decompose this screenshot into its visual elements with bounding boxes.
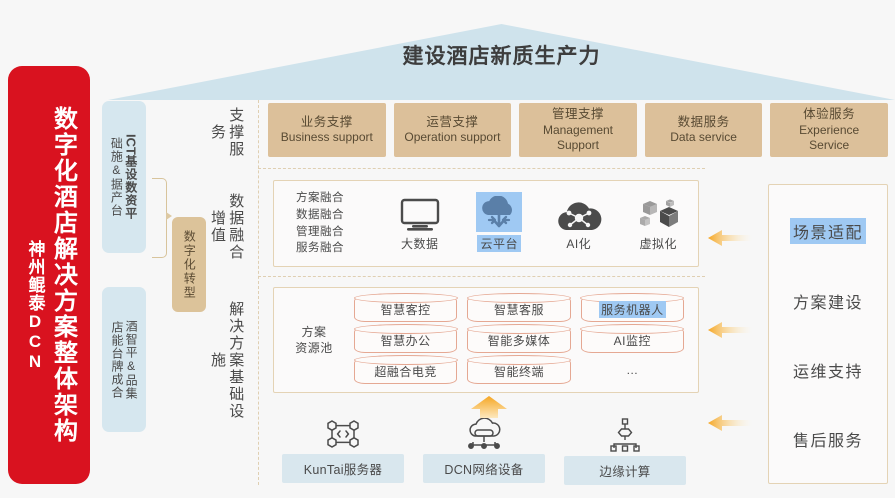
fusion-item[interactable]: 云平台 — [462, 191, 536, 252]
resource-pool-label: 方案资源池 — [295, 324, 333, 355]
hotel-box-col-left: 店能台牌成合 — [110, 320, 124, 399]
right-service-item[interactable]: 售后服务 — [792, 432, 863, 450]
row-label-solution: 解决方案基础设施 — [209, 300, 245, 420]
ai-cloud-icon — [556, 192, 602, 232]
support-service-label-cn: 体验服务 — [803, 107, 856, 122]
fusion-text-block: 方案融合数据融合管理融合服务融合 — [296, 192, 344, 255]
left-arrow-icon-1 — [708, 228, 752, 248]
resource-pool-item-label: … — [626, 363, 639, 377]
infrastructure-item-label: KunTai服务器 — [282, 454, 404, 483]
support-service-label-cn: 数据服务 — [677, 114, 730, 129]
resource-pool-item-label: 服务机器人 — [599, 300, 666, 318]
resource-pool-item[interactable]: 智能终端 — [467, 355, 572, 384]
support-service-label-en: Operation support — [404, 130, 501, 145]
fusion-item-label: 云平台 — [477, 234, 521, 252]
support-service-label-cn: 业务支撑 — [300, 114, 353, 129]
up-arrow-icon — [467, 396, 511, 418]
resource-pool-item-label: AI监控 — [613, 333, 651, 348]
support-service-label-cn: 运营支撑 — [426, 114, 479, 129]
right-service-item[interactable]: 场景适配 — [789, 217, 866, 244]
fusion-item[interactable]: 虚拟化 — [621, 192, 695, 252]
banner-main-title: 数字化酒店解决方案整体架构 — [49, 106, 77, 444]
resource-pool-more: … — [581, 358, 684, 382]
monitor-icon — [399, 192, 441, 232]
digital-transformation-label: 数字化转型 — [182, 229, 197, 300]
digital-transformation-box: 数字化转型 — [172, 217, 206, 312]
left-arrow-icon-2 — [708, 320, 752, 340]
resource-pool-panel: 方案资源池 智慧客控 智慧客服 服务机器人智慧办公 智能多媒体 AI监控超融合电竞 智能终… — [273, 287, 699, 393]
hotel-platform-box: 酒智平&品集 店能台牌成合 — [102, 287, 146, 432]
right-service-item[interactable]: 运维支持 — [792, 363, 863, 381]
infrastructure-item-label: DCN网络设备 — [423, 454, 545, 483]
infrastructure-row: KunTai服务器 DCN网络设备边缘计算 — [282, 418, 686, 485]
resource-pool-item-label: 智慧办公 — [380, 333, 431, 348]
connector-bracket — [152, 178, 167, 258]
fusion-item-label: 大数据 — [400, 236, 439, 251]
ict-box-col-right: ICT基设数资平 — [123, 134, 139, 220]
fusion-icon-group: 大数据 云平台 AI化 虚拟化 — [380, 191, 698, 256]
cubes-icon — [636, 192, 680, 232]
data-fusion-panel: 方案融合数据融合管理融合服务融合 大数据 云平台 AI化 虚拟化 — [273, 180, 699, 267]
banner-sub-title: 神州鲲泰DCN — [25, 240, 45, 372]
vertical-divider — [258, 100, 259, 485]
resource-pool-item-label: 超融合电竞 — [374, 364, 437, 379]
row-label-fusion: 数据融合增值 — [209, 193, 245, 261]
resource-pool-item[interactable]: 服务机器人 — [580, 293, 685, 322]
row-label-support: 支撑服务 — [209, 106, 245, 158]
infrastructure-item[interactable]: DCN网络设备 — [423, 418, 545, 483]
ict-platform-box: ICT基设数资平 础施&据产台 — [102, 101, 146, 253]
infrastructure-item[interactable]: KunTai服务器 — [282, 418, 404, 483]
resource-pool-item[interactable]: AI监控 — [580, 324, 685, 353]
resource-pool-item[interactable]: 智慧办公 — [353, 324, 458, 353]
main-title-banner: 数字化酒店解决方案整体架构 神州鲲泰DCN — [8, 66, 90, 484]
infrastructure-item[interactable]: 边缘计算 — [564, 418, 686, 485]
resource-pool-item[interactable]: 智慧客服 — [467, 293, 572, 322]
support-service-label-en: Data service — [670, 130, 737, 145]
hotel-box-col-right: 酒智平&品集 — [124, 319, 139, 400]
resource-pool-item[interactable]: 智能多媒体 — [467, 324, 572, 353]
support-service-label-cn: 管理支撑 — [551, 107, 604, 122]
server-mesh-icon — [323, 418, 363, 450]
horizontal-divider-top — [258, 168, 705, 169]
resource-pool-item[interactable]: 智慧客控 — [353, 293, 458, 322]
infrastructure-item-label: 边缘计算 — [564, 456, 686, 485]
right-service-item[interactable]: 方案建设 — [792, 294, 863, 312]
connector-arrow-icon — [166, 212, 172, 220]
resource-pool-item[interactable]: 超融合电竞 — [353, 355, 458, 384]
cloud-network-icon — [463, 418, 505, 450]
support-service-label-en: Business support — [280, 130, 373, 145]
resource-pool-item-label: 智能终端 — [493, 364, 544, 379]
fusion-item-label: 虚拟化 — [639, 236, 677, 251]
horizontal-divider-bottom — [258, 276, 705, 277]
resource-pool-grid: 智慧客控 智慧客服 服务机器人智慧办公 智能多媒体 AI监控超融合电竞 智能终端 … — [353, 293, 698, 384]
fusion-item-label: AI化 — [566, 236, 592, 251]
resource-pool-item-label: 智慧客服 — [493, 302, 544, 317]
roof-title: 建设酒店新质生产力 — [402, 45, 601, 68]
fusion-item[interactable]: AI化 — [542, 192, 616, 252]
fusion-item[interactable]: 大数据 — [383, 192, 457, 252]
resource-pool-item-label: 智能多媒体 — [487, 333, 551, 348]
cloud-sync-icon — [476, 191, 523, 232]
edge-node-icon — [608, 418, 642, 452]
resource-pool-item-label: 智慧客控 — [380, 302, 431, 317]
right-services-panel: 场景适配方案建设运维支持售后服务 — [768, 184, 888, 484]
ict-box-col-left: 础施&据产台 — [109, 137, 124, 217]
left-arrow-icon-3 — [708, 413, 752, 433]
